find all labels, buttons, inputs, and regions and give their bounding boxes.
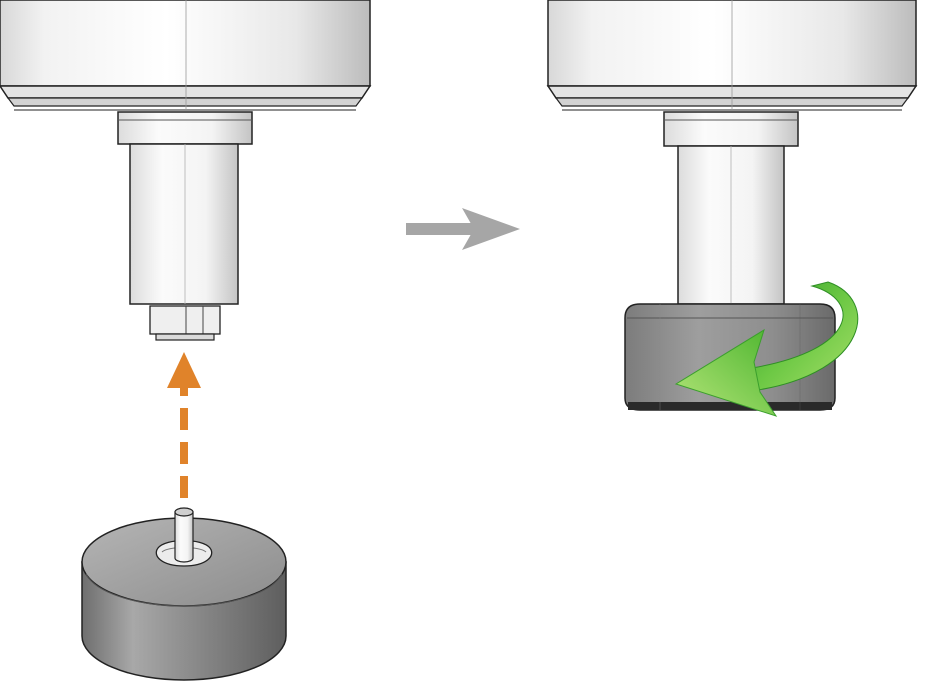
after-panel <box>546 0 918 417</box>
before-panel <box>0 0 372 681</box>
curved-rotate-arrow-icon <box>674 281 859 417</box>
right-arrow-icon <box>406 208 520 250</box>
spindle-housing <box>0 0 372 111</box>
spindle-shaft <box>129 143 239 305</box>
dashed-up-arrow-icon <box>167 352 201 498</box>
spindle-collar <box>663 111 799 147</box>
knob-pin <box>174 507 194 563</box>
spindle-nut <box>149 305 221 341</box>
knob-part <box>81 507 287 681</box>
spindle-housing <box>546 0 918 111</box>
spindle-shaft <box>677 145 785 305</box>
spindle-collar <box>117 111 253 145</box>
